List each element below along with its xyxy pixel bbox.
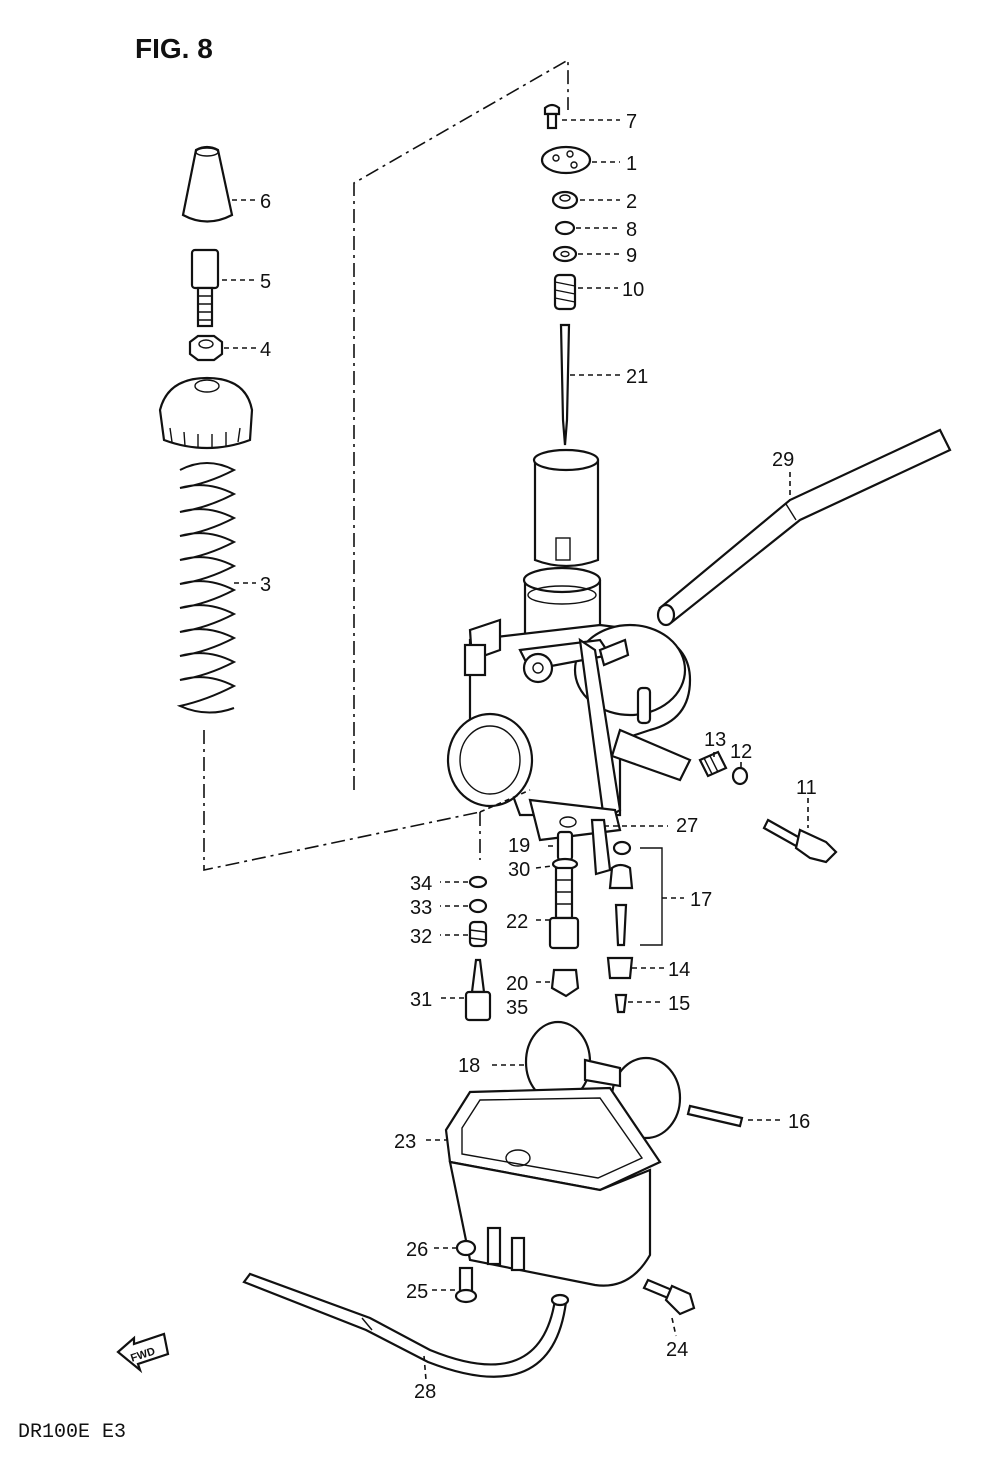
callout-11: 11 [796,777,817,799]
callout-27: 27 [676,815,698,837]
callout-25: 25 [406,1281,428,1303]
callout-29: 29 [772,449,794,471]
callout-6: 6 [260,191,271,213]
callout-24: 24 [666,1339,688,1361]
callout-31: 31 [410,989,432,1011]
part-28-overflow-hose [242,1272,570,1378]
callout-7: 7 [626,111,637,133]
part-15-pin [614,993,628,1014]
callout-15: 15 [668,993,690,1015]
part-24-drain-screw [642,1278,696,1316]
fwd-arrow-icon: FWD [116,1332,170,1374]
callout-19: 19 [508,835,530,857]
callout-30: 30 [508,859,530,881]
callout-1: 1 [626,153,637,175]
part-7-screw [543,103,561,130]
callout-12: 12 [730,741,752,763]
callout-9: 9 [626,245,637,267]
part-11-pilot-screw [762,818,838,864]
part-31-air-screw [464,958,492,1022]
callout-34: 34 [410,873,432,895]
callout-18: 18 [458,1055,480,1077]
part-16-float-pin [686,1104,744,1128]
leader-lines [222,119,809,1381]
part-6-cap [181,145,234,223]
callout-8: 8 [626,219,637,241]
part-12-washer [731,766,749,786]
callout-14: 14 [668,959,690,981]
part-17-valve-seat [608,840,634,947]
float-chamber [448,1149,652,1287]
callout-16: 16 [788,1111,810,1133]
part-32-spring [468,920,488,948]
callout-20: 20 [506,973,528,995]
part-19-jet-holder [556,830,574,862]
part-3-spring [176,462,237,714]
callout-4: 4 [260,339,271,361]
part-17-bracket [640,847,663,946]
callout-10: 10 [622,279,644,301]
callout-labels: 7 1 2 8 9 10 21 6 5 4 3 29 13 12 11 19 2… [260,111,817,1403]
callout-2: 2 [626,191,637,213]
callout-26: 26 [406,1239,428,1261]
callout-5: 5 [260,271,271,293]
carburetor-body [446,566,692,842]
body-leader [479,789,531,813]
figure-title: FIG. 8 [135,33,213,64]
part-10-spring [553,273,577,311]
throttle-valve [532,448,600,568]
part-8-clip [554,220,576,236]
part-9-washer [552,245,578,263]
callout-22: 22 [506,911,528,933]
assembly-phantom-lines [203,58,569,871]
part-25-screw [454,1266,478,1304]
callout-35: 35 [506,997,528,1019]
part-27-pilot-jet [590,818,612,876]
callout-28: 28 [414,1381,436,1403]
part-1-plate [540,145,592,175]
part-4-nut [188,334,224,362]
callout-13: 13 [704,729,726,751]
part-23-gasket [444,1086,662,1192]
callout-33: 33 [410,897,432,919]
callout-21: 21 [626,366,648,388]
part-21-jet-needle [559,323,571,446]
part-33-washer [468,898,488,914]
part-29-fuel-hose [656,428,952,627]
model-code: DR100E E3 [18,1421,126,1444]
part-5-adjuster [190,248,220,328]
callout-17: 17 [690,889,712,911]
part-26-washer [455,1239,477,1257]
part-2-retainer [551,190,579,210]
part-14-clip [606,956,634,980]
part-20-main-jet [550,968,580,998]
callout-23: 23 [394,1131,416,1153]
part-34-o-ring [468,875,488,889]
callout-3: 3 [260,574,271,596]
part-22-needle-jet [548,866,580,950]
callout-32: 32 [410,926,432,948]
mixing-chamber-top [158,376,254,450]
part-13-spring [698,750,728,778]
